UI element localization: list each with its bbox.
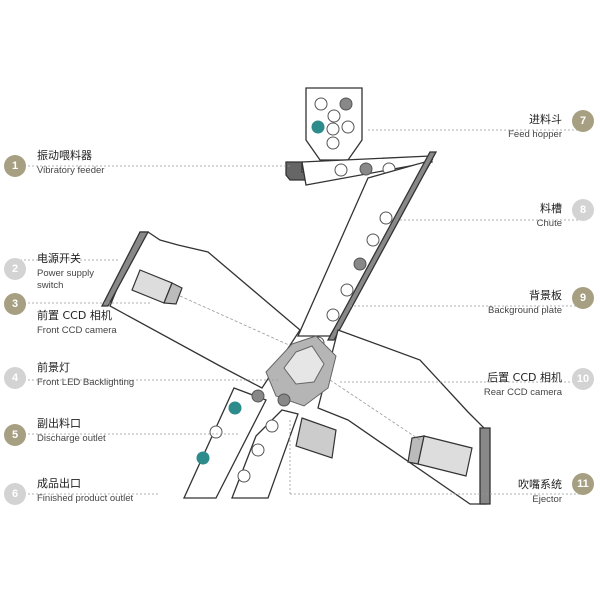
label-power-supply-switch: 电源开关 Power supply switch xyxy=(37,253,107,292)
badge-1: 1 xyxy=(4,155,26,177)
badge-7: 7 xyxy=(572,110,594,132)
label-rear-ccd-camera: 后置 CCD 相机 Rear CCD camera xyxy=(484,372,562,399)
label-zh: 后置 CCD 相机 xyxy=(487,371,562,384)
outlet-particles xyxy=(196,389,291,483)
label-zh: 前置 CCD 相机 xyxy=(37,309,112,322)
badge-9: 9 xyxy=(572,287,594,309)
label-en: Finished product outlet xyxy=(37,493,134,504)
label-feed-hopper: 进料斗 Feed hopper xyxy=(508,114,562,141)
label-en: Front CCD camera xyxy=(37,325,117,336)
badge-5: 5 xyxy=(4,424,26,446)
label-en: Rear CCD camera xyxy=(483,387,562,398)
label-en: Discharge outlet xyxy=(37,433,106,444)
label-en: Power supply switch xyxy=(37,268,95,291)
label-en: Feed hopper xyxy=(508,129,562,140)
label-en: Ejector xyxy=(532,494,562,505)
hopper-particles xyxy=(311,97,355,150)
front-camera-housing xyxy=(100,231,301,389)
label-zh: 副出料口 xyxy=(37,417,81,430)
label-zh: 成品出口 xyxy=(37,477,81,490)
badge-10: 10 xyxy=(572,368,594,390)
label-zh: 料槽 xyxy=(540,202,562,215)
rear-camera-housing xyxy=(317,329,491,505)
label-background-plate: 背景板 Background plate xyxy=(488,290,562,317)
label-en: Front LED Backlighting xyxy=(37,377,135,388)
badge-11: 11 xyxy=(572,473,594,495)
chute xyxy=(297,151,438,341)
sorting-window xyxy=(265,335,337,407)
label-front-led-backlighting: 前景灯 Front LED Backlighting xyxy=(37,362,134,389)
label-zh: 振动喂料器 xyxy=(37,149,92,162)
label-front-ccd-camera: 前置 CCD 相机 Front CCD camera xyxy=(37,310,117,337)
badge-3: 3 xyxy=(4,293,26,315)
label-zh: 电源开关 xyxy=(37,252,81,265)
badge-8: 8 xyxy=(572,199,594,221)
badge-6: 6 xyxy=(4,483,26,505)
label-vibratory-feeder: 振动喂料器 Vibratory feeder xyxy=(37,150,104,177)
front-ccd-camera xyxy=(131,269,183,305)
label-en: Chute xyxy=(536,218,562,229)
leader-lines xyxy=(20,129,580,495)
rear-ccd-camera xyxy=(407,435,473,477)
label-discharge-outlet: 副出料口 Discharge outlet xyxy=(37,418,106,445)
label-finished-product-outlet: 成品出口 Finished product outlet xyxy=(37,478,133,505)
label-en: Background plate xyxy=(488,305,562,316)
label-zh: 进料斗 xyxy=(529,113,562,126)
badge-2: 2 xyxy=(4,258,26,280)
label-ejector: 吹嘴系统 Ejector xyxy=(518,479,562,506)
front-camera-beam xyxy=(179,295,301,351)
label-zh: 背景板 xyxy=(529,289,562,302)
rear-camera-beam xyxy=(329,379,421,441)
ejector-block xyxy=(295,417,337,459)
label-chute: 料槽 Chute xyxy=(537,203,562,230)
badge-4: 4 xyxy=(4,367,26,389)
label-zh: 前景灯 xyxy=(37,361,70,374)
label-zh: 吹嘴系统 xyxy=(518,478,562,491)
label-en: Vibratory feeder xyxy=(37,165,105,176)
